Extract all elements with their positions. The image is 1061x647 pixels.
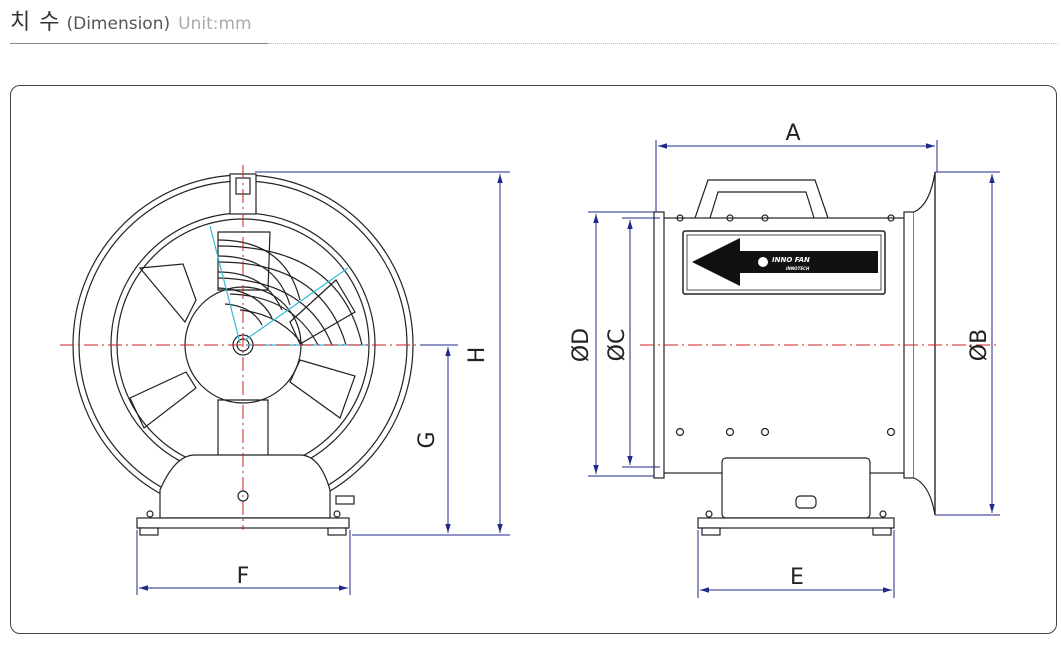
label-e: E: [790, 565, 804, 590]
side-view: [653, 171, 936, 536]
front-centerlines: [60, 165, 455, 530]
label-a: A: [785, 121, 800, 146]
heading-unit: Unit:mm: [178, 14, 252, 34]
heading-underline: [10, 43, 268, 44]
logo-icon: [758, 257, 768, 267]
airflow-arrow-icon: [692, 238, 878, 286]
nameplate-brand: INNO FAN: [772, 256, 810, 264]
heading-divider: [268, 43, 1058, 44]
front-dimensions: [136, 171, 510, 595]
nameplate: INNO FAN INNOTECH: [682, 230, 886, 295]
section-heading: 치 수 (Dimension) Unit:mm: [10, 4, 252, 35]
label-g: G: [415, 431, 440, 448]
heading-korean: 치 수: [10, 10, 61, 35]
heading-english: (Dimension): [66, 14, 171, 34]
label-b: ØB: [967, 329, 992, 361]
nameplate-subtext: INNOTECH: [786, 266, 810, 271]
label-h: H: [465, 347, 490, 364]
label-f: F: [237, 564, 250, 589]
side-dimensions: [588, 140, 1000, 598]
label-c: ØC: [605, 329, 630, 362]
drawing-frame: [10, 85, 1057, 634]
label-d: ØD: [569, 328, 594, 362]
